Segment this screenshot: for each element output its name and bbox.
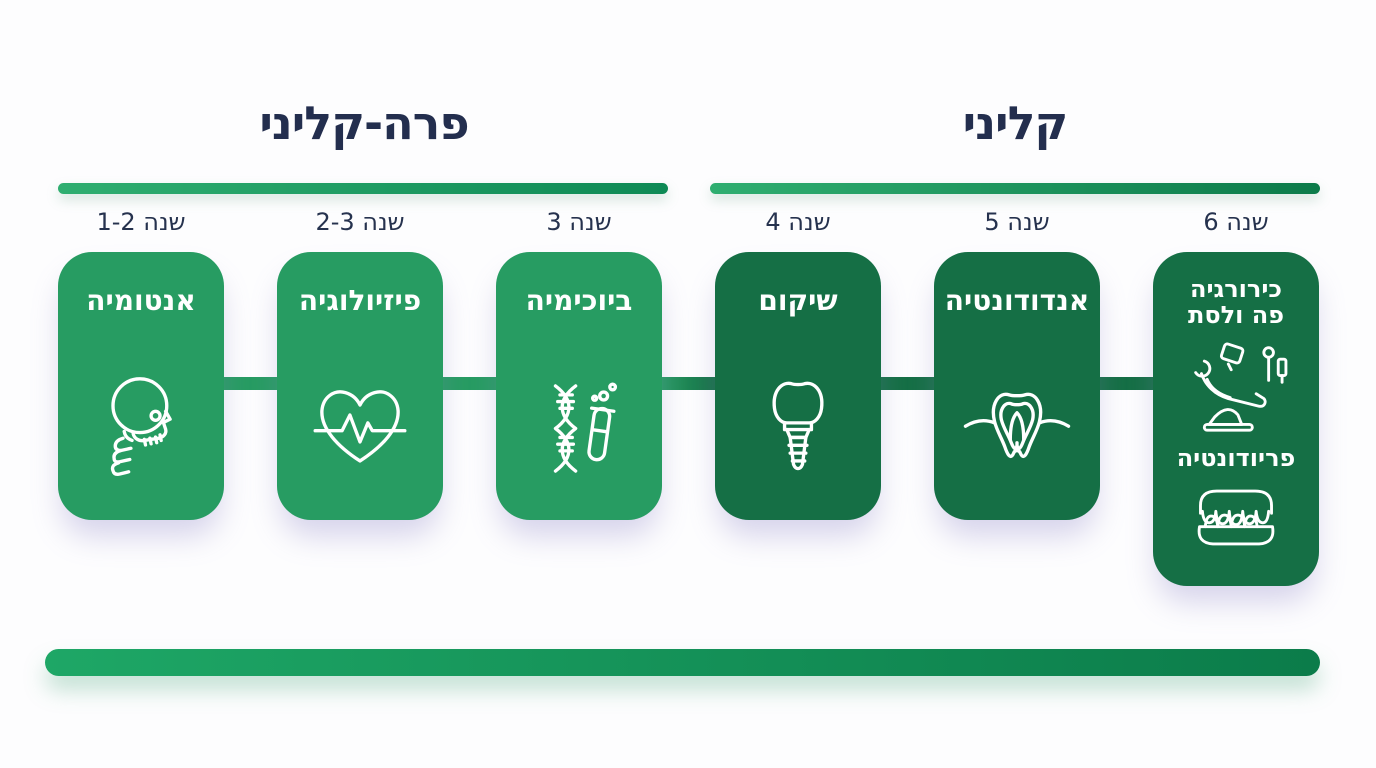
subject-card-surgery-periodontics: כירורגיה פה ולסת פריודונטיה xyxy=(1153,252,1319,586)
dental-implant-icon xyxy=(715,368,881,480)
year-label-2: שנה 2-3 xyxy=(315,208,405,236)
timeline-bar-preclinical xyxy=(58,183,668,194)
card-title: כירורגיה פה ולסת xyxy=(1187,275,1285,330)
card-connector xyxy=(662,377,715,390)
section-title-clinical: קליני xyxy=(962,96,1069,150)
subject-card-biochemistry: ביוכימיה xyxy=(496,252,662,520)
card-connector xyxy=(224,377,277,390)
year-label-4: שנה 4 xyxy=(765,208,831,236)
year-label-6: שנה 6 xyxy=(1203,208,1269,236)
year-label-3: שנה 3 xyxy=(546,208,612,236)
card-connector xyxy=(1100,377,1153,390)
year-label-5: שנה 5 xyxy=(984,208,1050,236)
bottom-bar xyxy=(45,649,1320,676)
timeline-bar-clinical xyxy=(710,183,1320,194)
section-title-preclinical: פרה-קליני xyxy=(259,96,469,150)
subject-card-anatomy: אנטומיה xyxy=(58,252,224,520)
card-subtitle: פריודונטיה xyxy=(1176,444,1296,472)
subject-card-endodontics: אנדודונטיה xyxy=(934,252,1100,520)
subject-card-physiology: פיזיולוגיה xyxy=(277,252,443,520)
card-title: אנדודונטיה xyxy=(944,284,1090,317)
card-title: שיקום xyxy=(758,284,838,317)
card-title: אנטומיה xyxy=(86,284,196,317)
dental-chair-icon xyxy=(1153,340,1319,436)
skull-icon xyxy=(58,368,224,486)
card-connector xyxy=(881,377,934,390)
card-connector xyxy=(443,377,496,390)
year-label-1: שנה 1-2 xyxy=(96,208,186,236)
card-title: פיזיולוגיה xyxy=(298,284,422,317)
dentures-icon xyxy=(1153,484,1319,552)
dna-testtube-icon xyxy=(496,368,662,480)
card-title: ביוכימיה xyxy=(525,284,633,317)
heartbeat-icon xyxy=(277,368,443,480)
subject-card-rehabilitation: שיקום xyxy=(715,252,881,520)
tooth-root-icon xyxy=(934,368,1100,480)
